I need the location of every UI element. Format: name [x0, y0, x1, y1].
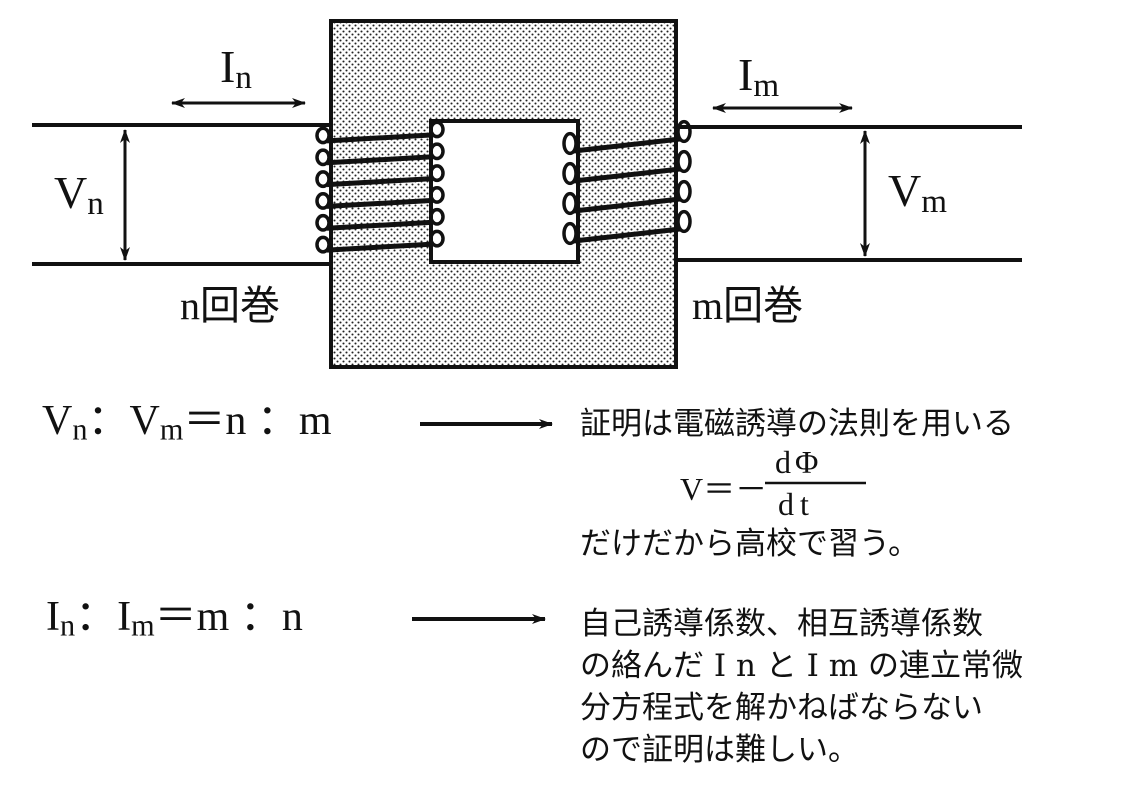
secondary-turns-label: m回巻 — [692, 283, 804, 328]
voltage-ratio-equation: Vn：Vm＝n ：m — [42, 398, 332, 447]
secondary-current-label: Im — [738, 49, 780, 104]
primary-current-label: In — [220, 41, 252, 96]
secondary-coil-loop — [562, 131, 578, 156]
current-note-line-4: ので証明は難しい。 — [580, 732, 859, 768]
secondary-coil-loop — [676, 119, 692, 144]
secondary-coil-turn — [573, 166, 681, 184]
current-note-line-3: 分方程式を解かねばならない — [580, 690, 983, 726]
secondary-voltage-label: Vm — [888, 165, 947, 220]
secondary-coil-loop — [676, 149, 692, 174]
primary-coil-turn — [326, 241, 434, 253]
voltage-note-line-1: 証明は電磁誘導の法則を用いる — [580, 406, 1014, 442]
secondary-coil-turn — [573, 136, 681, 154]
secondary-coil-loop — [676, 209, 692, 234]
primary-coil-turn — [326, 197, 434, 209]
current-ratio-equation: In：Im＝m ：n — [46, 594, 303, 643]
primary-coil-loop — [429, 186, 445, 204]
secondary-coil-loop — [562, 191, 578, 216]
primary-coil-turn — [326, 154, 434, 166]
primary-coil-loop — [429, 229, 445, 248]
primary-coil-turn — [326, 219, 434, 231]
primary-voltage-label: Vn — [54, 167, 104, 222]
primary-coil-turn — [326, 176, 434, 188]
primary-coil-loop — [315, 126, 331, 145]
voltage-note-line-2: だけだから高校で習う。 — [580, 526, 920, 562]
primary-turns-label: n回巻 — [180, 283, 280, 328]
secondary-coil-loop — [676, 179, 692, 204]
faraday-formula-denominator: dt — [778, 486, 815, 522]
iron-core — [329, 19, 678, 369]
secondary-coil-loop — [562, 161, 578, 186]
primary-coil-loop — [429, 164, 445, 183]
primary-coil-loop — [315, 235, 331, 254]
primary-coil-loop — [315, 148, 331, 167]
faraday-formula-lhs: V＝－ — [680, 471, 768, 507]
primary-coil-loop — [315, 170, 331, 189]
primary-coil-turn — [326, 132, 434, 144]
secondary-coil-turn — [573, 196, 681, 214]
current-note-line-2: の絡んだ I n と I m の連立常微 — [580, 648, 1023, 684]
primary-coil — [315, 120, 445, 254]
faraday-formula-numerator: dΦ — [775, 444, 823, 480]
primary-coil-loop — [315, 213, 331, 232]
primary-coil-loop — [429, 142, 445, 161]
primary-coil-loop — [315, 192, 331, 210]
primary-coil-loop — [429, 120, 445, 139]
current-note-line-1: 自己誘導係数、相互誘導係数 — [580, 606, 983, 642]
secondary-coil-loop — [562, 221, 578, 246]
primary-coil-loop — [429, 207, 445, 226]
secondary-coil-turn — [573, 226, 681, 244]
secondary-coil — [562, 119, 692, 246]
